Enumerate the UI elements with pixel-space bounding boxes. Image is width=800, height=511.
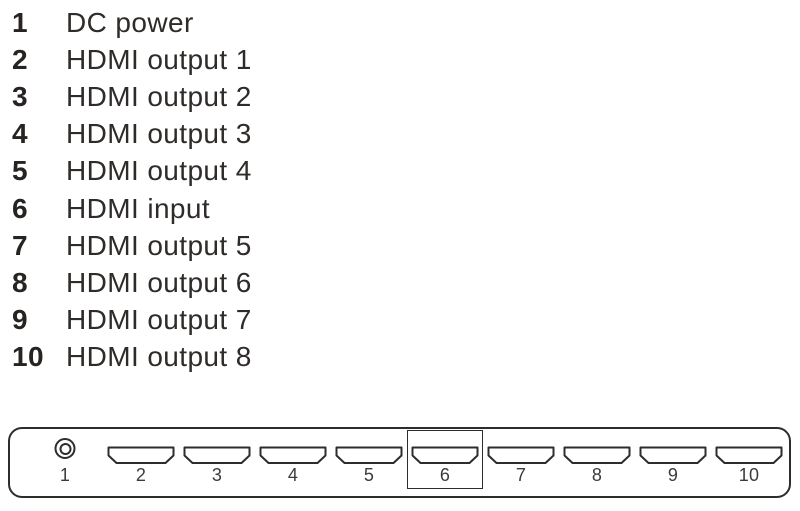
legend-number: 10: [12, 341, 44, 373]
hdmi-port-icon: [183, 446, 251, 464]
port-legend: 1 DC power 2 HDMI output 1 3 HDMI output…: [12, 4, 252, 376]
hdmi-port-icon: [563, 446, 631, 464]
hdmi-port-icon: [411, 446, 479, 464]
legend-number: 8: [12, 266, 28, 298]
hdmi-port-icon: [715, 446, 783, 464]
legend-label: HDMI output 7: [66, 304, 252, 336]
port-slot-hdmi-output-5: 7: [483, 427, 559, 497]
legend-row: 7 HDMI output 5: [12, 227, 252, 264]
legend-label: DC power: [66, 6, 194, 38]
legend-label: HDMI input: [66, 192, 211, 224]
legend-row: 4 HDMI output 3: [12, 116, 252, 153]
legend-row: 8 HDMI output 6: [12, 264, 252, 301]
legend-row: 2 HDMI output 1: [12, 41, 252, 78]
port-slot-hdmi-input: 6: [406, 427, 483, 497]
legend-number: 7: [12, 229, 28, 261]
legend-label: HDMI output 8: [66, 341, 252, 373]
legend-row: 5 HDMI output 4: [12, 153, 252, 190]
port-slots: 1 2 3 4 5: [27, 427, 787, 497]
dc-power-jack-icon: [54, 438, 76, 459]
legend-row: 6 HDMI input: [12, 190, 252, 227]
port-number: 9: [667, 465, 679, 485]
port-number: 7: [515, 465, 527, 485]
port-number: 3: [211, 465, 223, 485]
legend-label: HDMI output 3: [66, 118, 252, 150]
legend-label: HDMI output 4: [66, 155, 252, 187]
port-slot-hdmi-output-6: 8: [559, 427, 635, 497]
port-slot-hdmi-output-7: 9: [635, 427, 711, 497]
port-slot-hdmi-output-4: 5: [331, 427, 407, 497]
port-number: 2: [135, 465, 147, 485]
port-slot-hdmi-output-1: 2: [103, 427, 179, 497]
legend-label: HDMI output 1: [66, 43, 252, 75]
legend-label: HDMI output 6: [66, 266, 252, 298]
legend-label: HDMI output 2: [66, 80, 252, 112]
legend-number: 4: [12, 118, 28, 150]
legend-row: 3 HDMI output 2: [12, 78, 252, 115]
hdmi-port-icon: [639, 446, 707, 464]
legend-number: 5: [12, 155, 28, 187]
port-slot-hdmi-output-3: 4: [255, 427, 331, 497]
legend-row: 10 HDMI output 8: [12, 339, 252, 376]
legend-number: 2: [12, 43, 28, 75]
dc-power-jack-pin: [59, 442, 71, 455]
port-number: 6: [439, 465, 451, 485]
legend-number: 1: [12, 6, 28, 38]
port-number: 10: [738, 465, 760, 485]
legend-row: 9 HDMI output 7: [12, 302, 252, 339]
port-slot-hdmi-output-2: 3: [179, 427, 255, 497]
port-number: 5: [363, 465, 375, 485]
port-slot-hdmi-output-8: 10: [711, 427, 787, 497]
legend-number: 3: [12, 80, 28, 112]
port-slot-dc-power: 1: [27, 427, 103, 497]
legend-number: 9: [12, 304, 28, 336]
legend-label: HDMI output 5: [66, 229, 252, 261]
legend-row: 1 DC power: [12, 4, 252, 41]
port-number: 1: [59, 465, 71, 485]
hdmi-port-icon: [487, 446, 555, 464]
port-number: 4: [287, 465, 299, 485]
hdmi-port-icon: [335, 446, 403, 464]
legend-number: 6: [12, 192, 28, 224]
hdmi-port-icon: [107, 446, 175, 464]
port-number: 8: [591, 465, 603, 485]
hdmi-port-icon: [259, 446, 327, 464]
